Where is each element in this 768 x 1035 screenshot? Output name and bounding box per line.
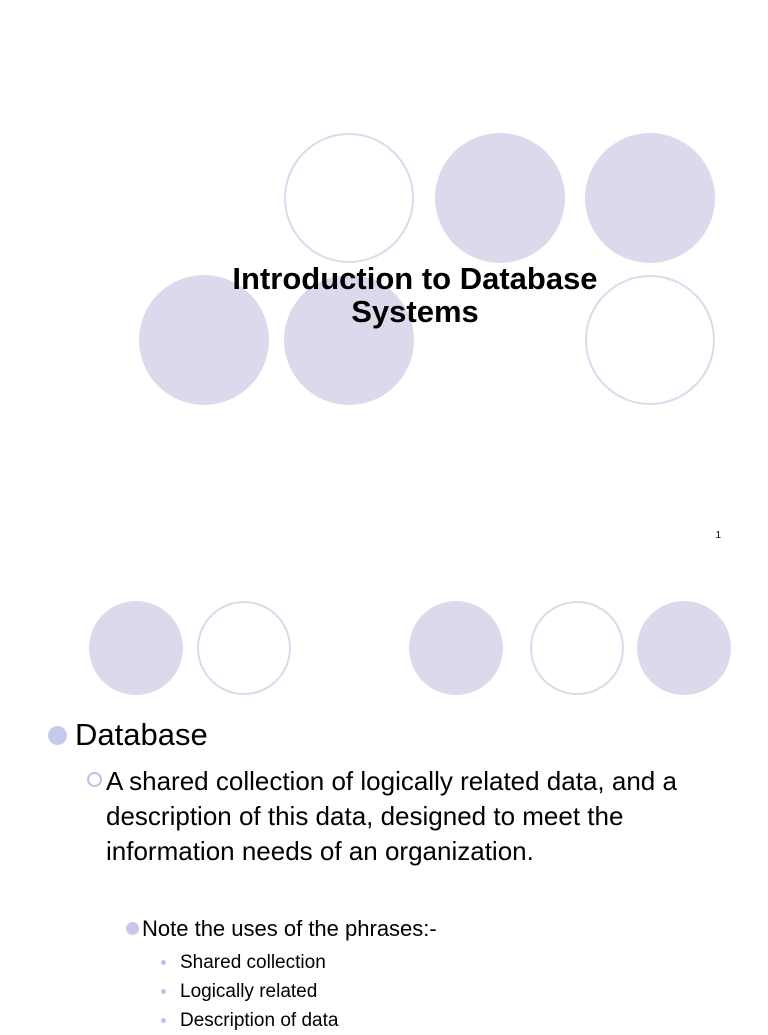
bullet-dot-icon [161,1018,166,1023]
phrase-list: Shared collection Logically related Desc… [161,948,338,1035]
bullet-dot-icon [48,726,67,745]
list-item: Logically related [161,977,338,1006]
bullet-ring-icon [87,772,102,787]
content-slide: Database A shared collection of logicall… [0,576,768,1031]
bullet-heading: Database [75,717,208,752]
bullet-dot-icon [126,922,139,935]
phrase-text: Description of data [180,1010,339,1031]
list-item: Description of data [161,1006,338,1035]
title-slide: Introduction to Database Systems 1 [139,133,721,541]
decorative-circle [284,275,414,405]
decorative-circle [139,275,269,405]
decorative-circle [585,133,715,263]
slide-title-line: Systems [351,294,479,329]
decorative-circle [197,601,291,695]
slide-number: 1 [715,530,721,541]
bullet-level-1: Database [48,717,208,753]
bullet-level-2: A shared collection of logically related… [87,764,737,869]
decorative-circle [585,275,715,405]
decorative-circle [530,601,624,695]
list-item: Shared collection [161,948,338,977]
bullet-level-3: Note the uses of the phrases:- [126,915,437,943]
phrase-text: Logically related [180,981,318,1002]
note-text: Note the uses of the phrases:- [142,916,437,941]
slide-title-line: Introduction to Database [232,261,598,296]
decorative-circle [89,601,183,695]
decorative-circle [435,133,565,263]
phrase-text: Shared collection [180,952,326,973]
slide-title: Introduction to Database Systems [150,262,680,328]
bullet-dot-icon [161,960,166,965]
decorative-circle [409,601,503,695]
bullet-dot-icon [161,989,166,994]
decorative-circle [637,601,731,695]
decorative-circle [284,133,414,263]
definition-text: A shared collection of logically related… [106,766,677,866]
